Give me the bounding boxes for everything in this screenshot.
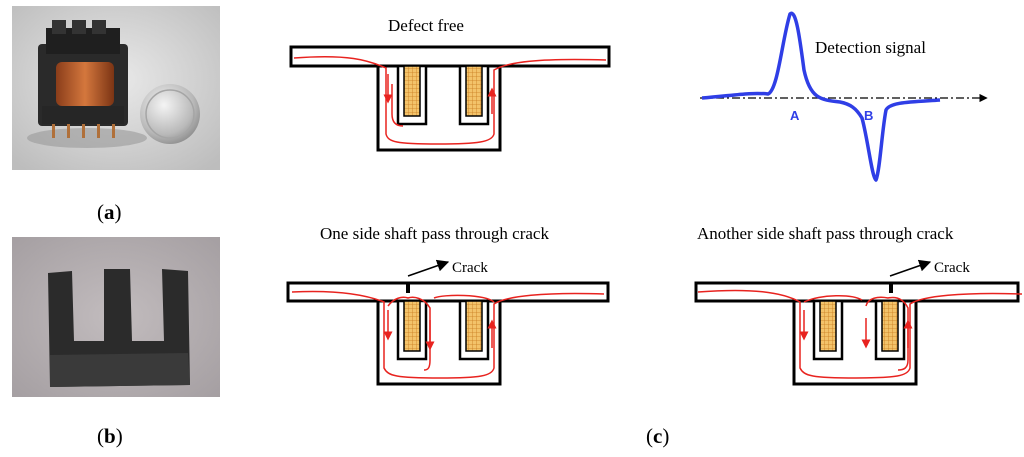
coil-right — [465, 65, 483, 117]
crack-label: Crack — [452, 260, 488, 276]
coil-left — [819, 300, 837, 352]
signal-point-b: B — [864, 108, 873, 123]
signal-curve — [701, 11, 941, 182]
coil-left — [403, 65, 421, 117]
photo-transformer-with-coin — [12, 6, 220, 170]
flux-lines — [293, 55, 607, 145]
crack-mark — [406, 283, 410, 293]
coil-right — [881, 300, 899, 352]
detection-signal-plot: A B — [700, 11, 988, 182]
caption-c: (c) — [646, 424, 670, 448]
caption-b: (b) — [97, 424, 123, 448]
flux-lines — [291, 290, 605, 379]
another-side-crack-diagram: Crack — [694, 259, 1023, 386]
coil-right — [465, 300, 483, 352]
flux-lines — [697, 289, 1023, 379]
caption-a: (a) — [97, 200, 122, 224]
another-side-crack-title: Another side shaft pass through crack — [697, 224, 954, 243]
crack-mark — [889, 283, 893, 293]
coil-left — [403, 300, 421, 352]
photo-e-core — [12, 237, 220, 397]
one-side-crack-diagram: Crack — [286, 259, 610, 386]
defect-free-diagram — [289, 45, 611, 152]
detection-signal-title: Detection signal — [815, 38, 926, 57]
defect-free-title: Defect free — [388, 16, 464, 35]
crack-label: Crack — [934, 260, 970, 276]
one-side-crack-title: One side shaft pass through crack — [320, 224, 549, 243]
signal-point-a: A — [790, 108, 800, 123]
